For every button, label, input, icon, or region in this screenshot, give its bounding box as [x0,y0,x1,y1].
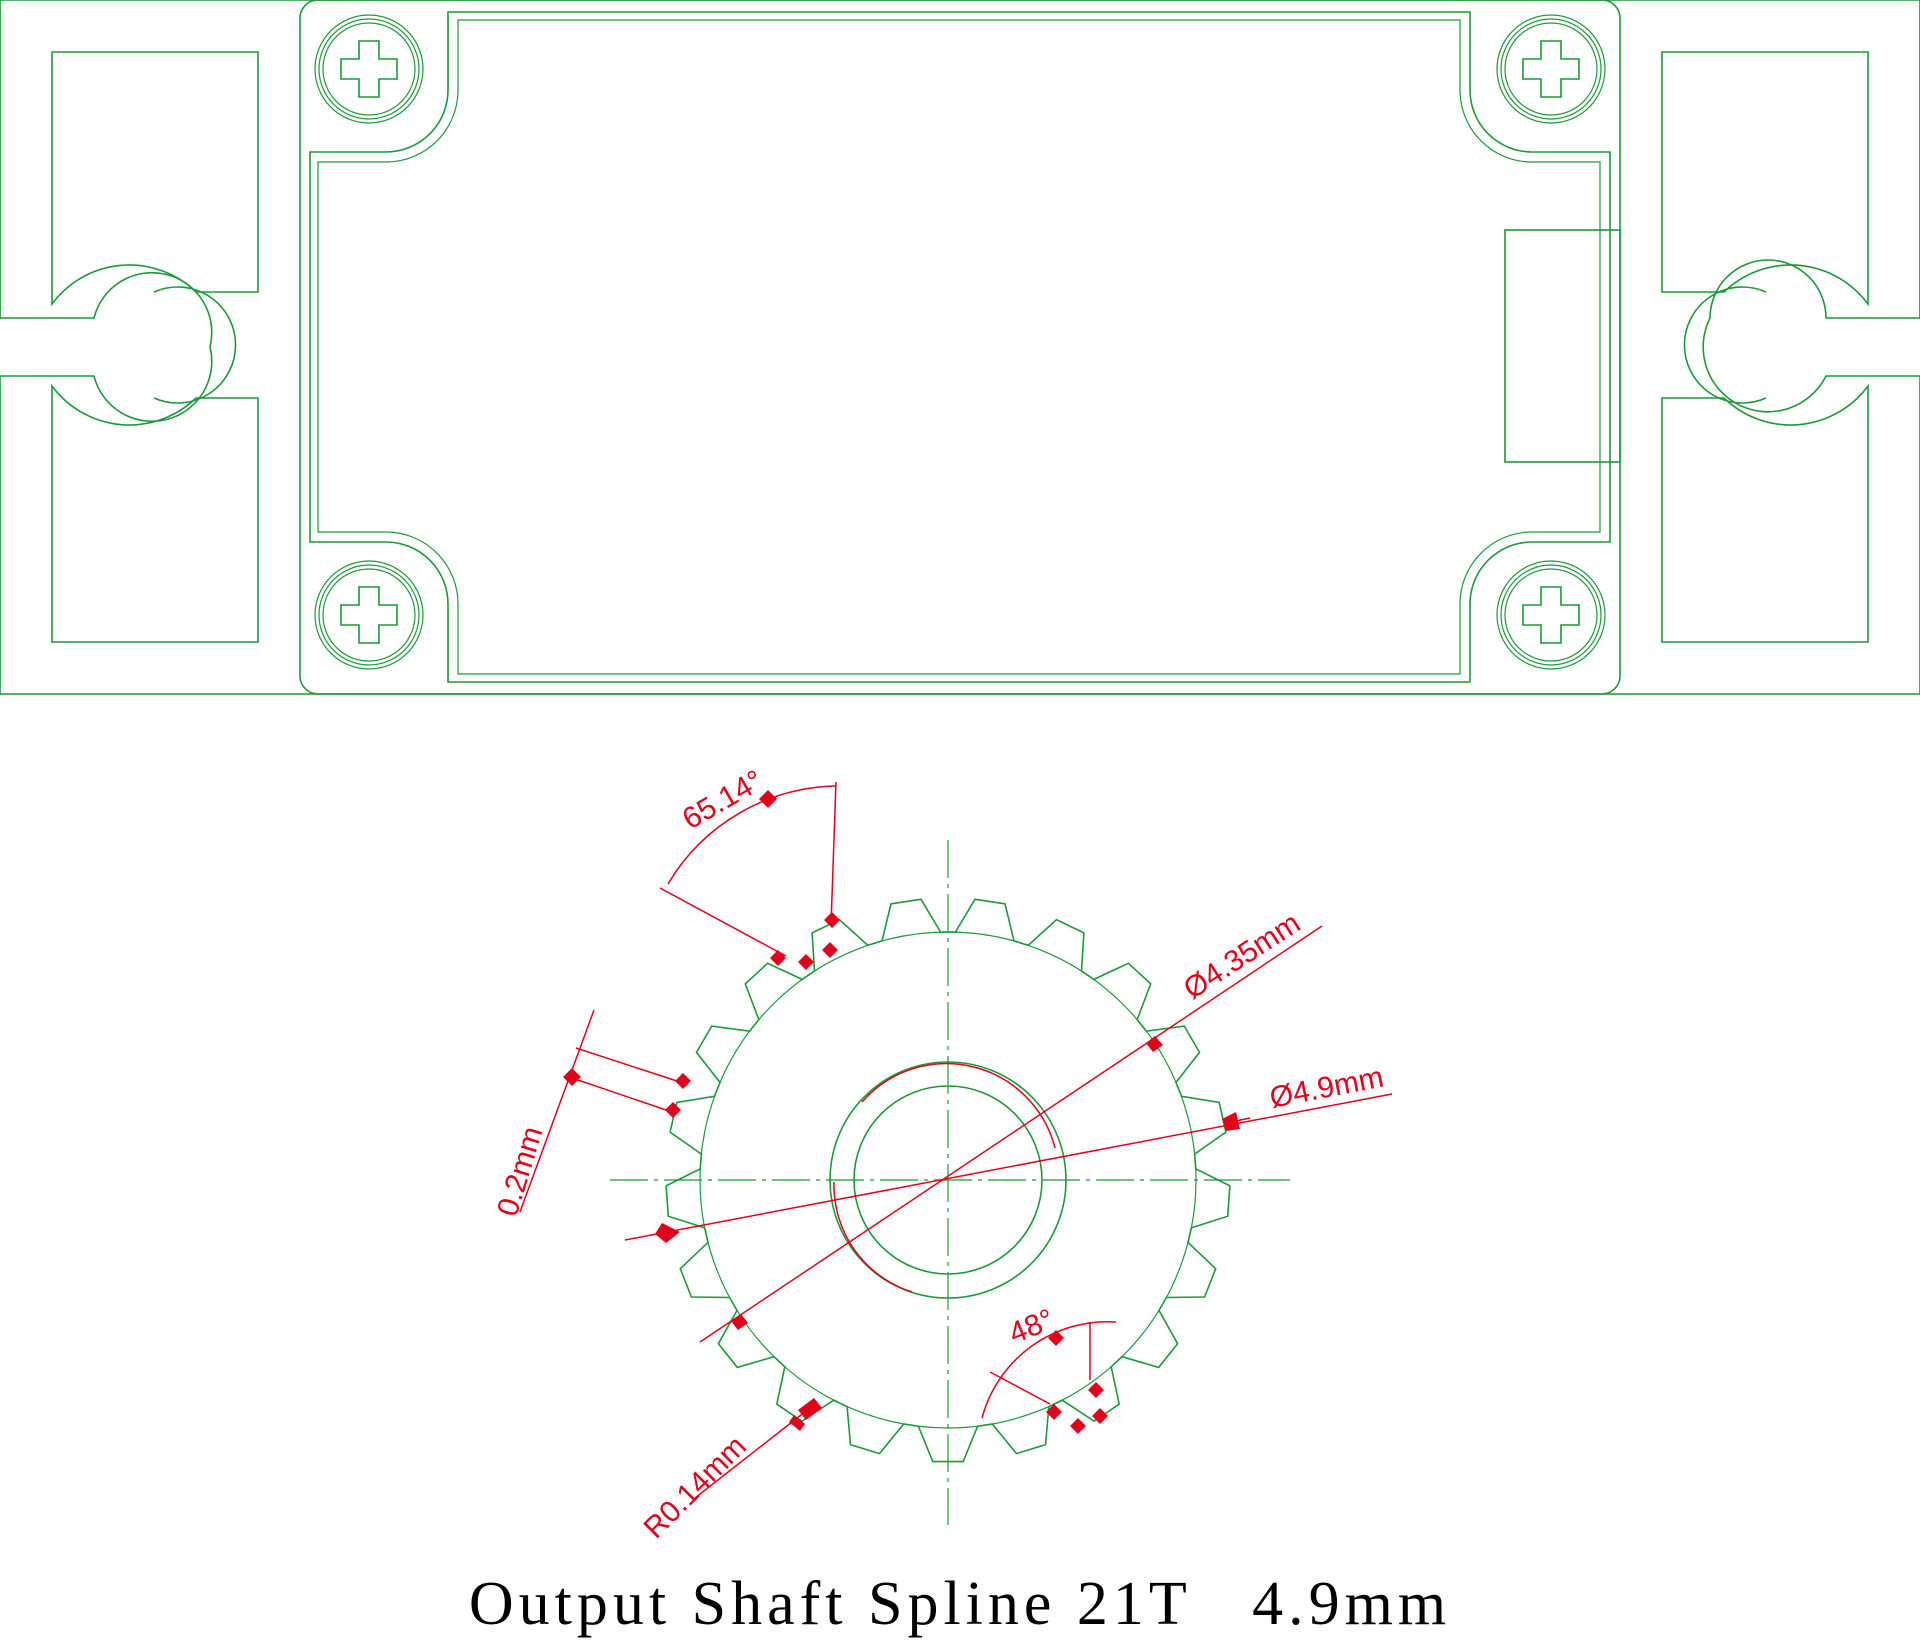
left-mount-slot [153,286,237,404]
screw-icon [1496,14,1606,124]
left-ear-window-top [51,51,259,307]
connector-block [1504,229,1621,463]
dim-marker [731,1314,748,1330]
right-ear-window-top [1661,51,1869,307]
servo-top-view [0,0,1920,695]
spline-view [610,840,1290,1525]
drawing-caption: Output Shaft Spline 21T 4.9mm [468,1570,1452,1638]
spline-teeth-outline [665,898,1231,1463]
angle-bottom-label: 48° [1004,1303,1058,1351]
dim-marker [1146,1036,1163,1052]
fillet-radius-label: R0.14mm [638,1430,753,1545]
servo-flange-outline [0,0,1920,695]
inner-diameter-label: Ø4.35mm [1178,906,1306,1005]
hub-red-arc [861,1062,1056,1149]
left-ear-window-bottom [51,383,259,643]
spline-root-circle [699,931,1197,1429]
angle-top-label: 65.14° [677,764,769,836]
right-mount-slot [1683,286,1767,404]
servo-housing [299,0,1621,695]
hub-outer-circle [829,1061,1067,1299]
screw-icon [1496,560,1606,670]
hub-inner-circle [853,1085,1043,1275]
screw-icon [314,560,424,670]
servo-recess [309,11,1611,683]
right-ear-window-bottom [1661,383,1869,643]
tooth-height-label: 0.2mm [491,1123,549,1220]
screw-icon [314,14,424,124]
